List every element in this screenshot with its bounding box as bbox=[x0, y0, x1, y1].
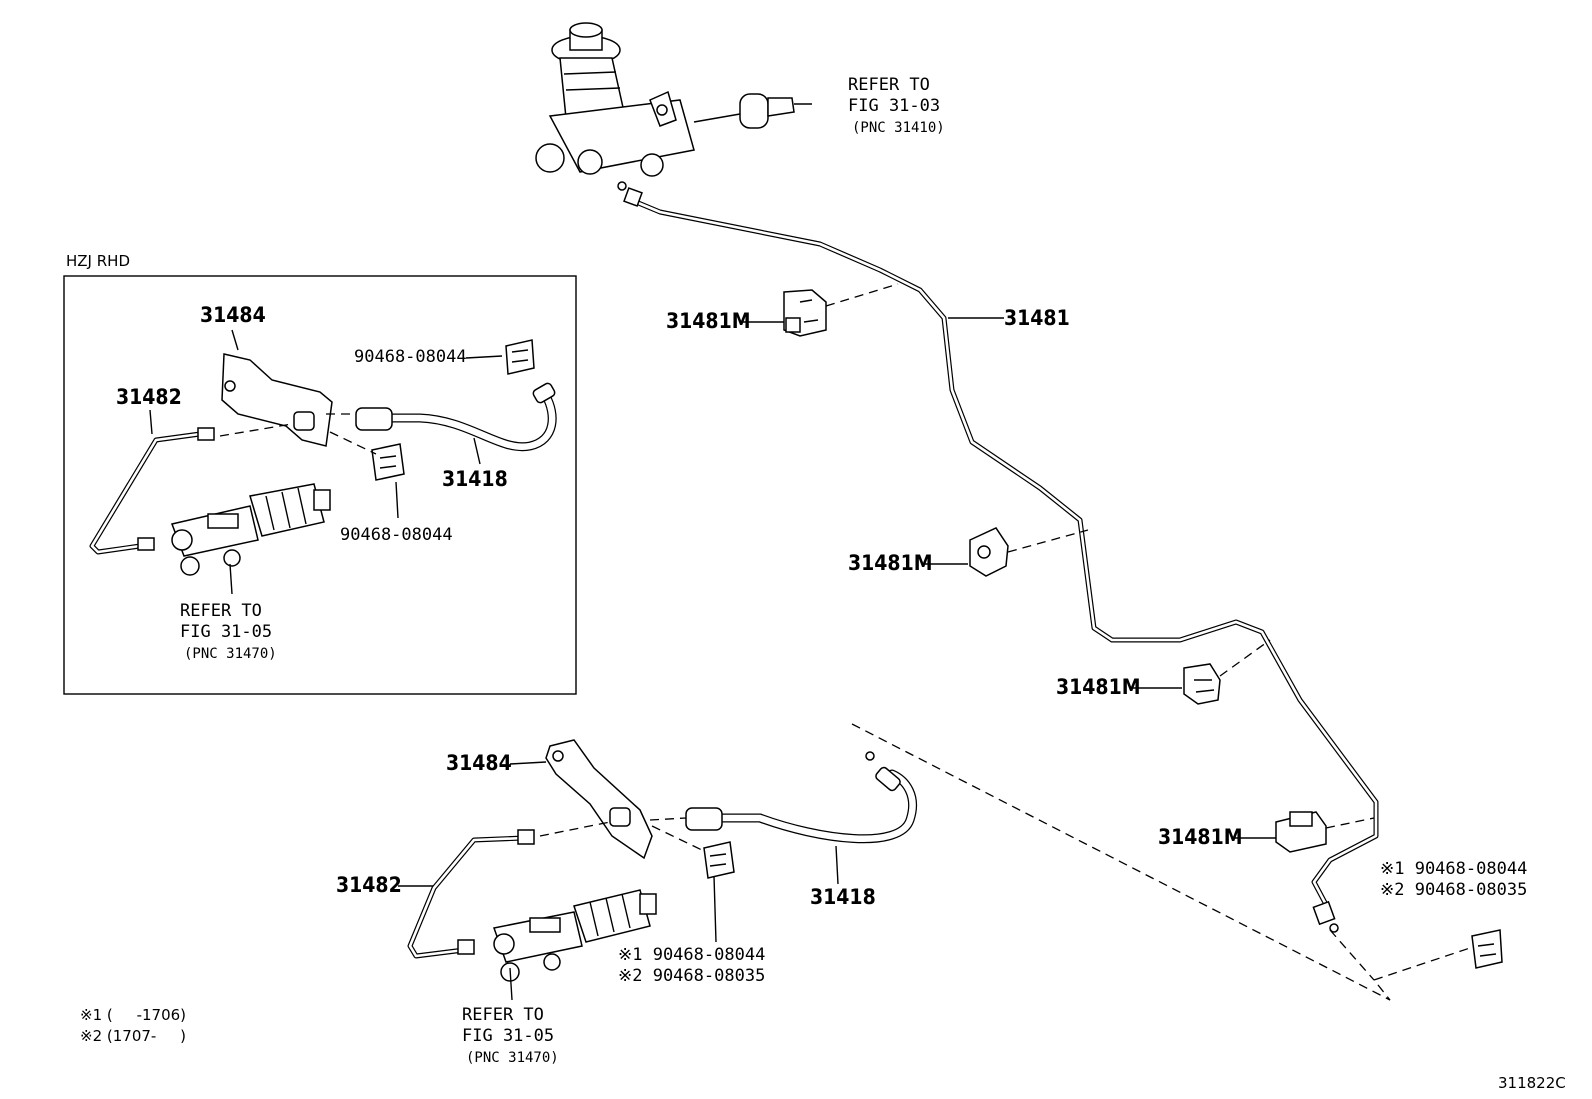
master-refer-pnc: (PNC 31410) bbox=[852, 120, 945, 136]
main-clip bbox=[703, 841, 735, 879]
inset-refer-pnc: (PNC 31470) bbox=[184, 646, 277, 662]
inset-bracket-31484 bbox=[221, 353, 333, 447]
inset-clip-bottom-label: 90468-08044 bbox=[340, 525, 453, 545]
inset-box bbox=[63, 275, 577, 695]
inset-release-cylinder bbox=[170, 483, 331, 576]
clamp-31481M-1 bbox=[783, 289, 827, 337]
label-clamp-2: 31481M bbox=[848, 551, 933, 575]
inset-label-31484: 31484 bbox=[200, 303, 266, 327]
clamp-31481M-3 bbox=[1183, 663, 1221, 705]
right-clip-line1: ※1 90468-08044 bbox=[1380, 859, 1527, 879]
inset-clip-bottom bbox=[371, 443, 405, 481]
main-refer-line1: REFER TO bbox=[462, 1005, 544, 1025]
main-bracket-31484 bbox=[545, 739, 653, 860]
label-31481: 31481 bbox=[1004, 306, 1070, 330]
label-clamp-3: 31481M bbox=[1056, 675, 1141, 699]
main-clip-line2: ※2 90468-08035 bbox=[618, 966, 765, 986]
clamp-31481M-2 bbox=[969, 527, 1009, 577]
main-tube-31482 bbox=[407, 829, 535, 959]
main-release-cylinder bbox=[493, 889, 657, 982]
main-label-31484: 31484 bbox=[446, 751, 512, 775]
inset-clip-top-label: 90468-08044 bbox=[354, 347, 467, 367]
clutch-master-cylinder bbox=[535, 22, 812, 177]
clip-right bbox=[1471, 929, 1503, 969]
figure-code: 311822C bbox=[1498, 1074, 1566, 1092]
main-label-31418: 31418 bbox=[810, 885, 876, 909]
main-refer-line2: FIG 31-05 bbox=[462, 1026, 554, 1046]
main-clip-line1: ※1 90468-08044 bbox=[618, 945, 765, 965]
inset-refer-line2: FIG 31-05 bbox=[180, 622, 272, 642]
main-refer-pnc: (PNC 31470) bbox=[466, 1050, 559, 1066]
note-2: ※2 (1707- ) bbox=[80, 1027, 186, 1045]
master-refer-line1: REFER TO bbox=[848, 75, 930, 95]
inset-refer-line1: REFER TO bbox=[180, 601, 262, 621]
main-label-31482: 31482 bbox=[336, 873, 402, 897]
master-refer-line2: FIG 31-03 bbox=[848, 96, 940, 116]
main-hose-31418 bbox=[685, 751, 918, 844]
clamp-31481M-4 bbox=[1275, 811, 1327, 853]
note-1: ※1 ( -1706) bbox=[80, 1006, 186, 1024]
inset-hose-31418 bbox=[355, 382, 557, 452]
inset-title: HZJ RHD bbox=[66, 252, 130, 270]
inset-clip-top bbox=[505, 339, 535, 375]
label-clamp-1: 31481M bbox=[666, 309, 751, 333]
right-clip-line2: ※2 90468-08035 bbox=[1380, 880, 1527, 900]
inset-label-31418: 31418 bbox=[442, 467, 508, 491]
inset-label-31482: 31482 bbox=[116, 385, 182, 409]
clutch-tube-31481 bbox=[617, 181, 1379, 933]
label-clamp-4: 31481M bbox=[1158, 825, 1243, 849]
inset-tube-31482 bbox=[89, 427, 215, 555]
